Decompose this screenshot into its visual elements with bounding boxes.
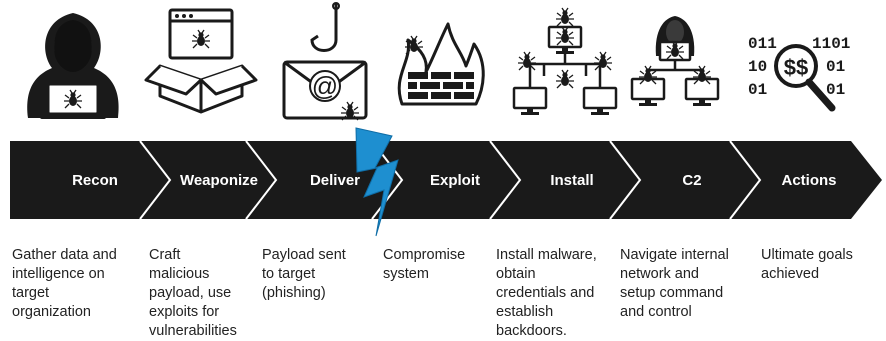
phishing-email-hook-icon: @ — [282, 2, 368, 121]
binary-row-3b: 01 — [826, 81, 845, 99]
chevron-band-background — [10, 141, 882, 219]
lightning-bolt-icon — [355, 127, 399, 237]
stage-label-weaponize: Weaponize — [180, 172, 258, 189]
stage-description-deliver: Payload sent to target (phishing) — [262, 247, 346, 301]
binary-row-1b: 1101 — [812, 35, 850, 53]
hacker-controlling-network-icon — [630, 16, 720, 108]
binary-row-2a: 10 — [748, 58, 767, 76]
binary-money-magnifier-icon: 011 1101 10 01 01 01 $$ — [748, 35, 850, 112]
stage-description-weaponize: Craft malicious payload, use exploits fo… — [149, 247, 237, 339]
stage-description-c2: Navigate internal network and setup comm… — [620, 247, 729, 320]
infected-network-icon — [512, 7, 618, 117]
binary-row-3a: 01 — [748, 81, 767, 99]
stage-description-actions: Ultimate goals achieved — [761, 247, 853, 282]
at-sign-text: @ — [312, 71, 338, 101]
binary-row-2b: 01 — [826, 58, 845, 76]
binary-row-1a: 011 — [748, 35, 777, 53]
firewall-fire-bug-icon — [397, 22, 485, 106]
box-with-malware-window-icon — [144, 8, 258, 114]
stage-label-exploit: Exploit — [430, 172, 480, 189]
stage-label-install: Install — [550, 172, 593, 189]
stage-description-exploit: Compromise system — [383, 247, 466, 282]
stage-description-recon: Gather data and intelligence on target o… — [12, 247, 117, 320]
stage-label-c2: C2 — [682, 172, 701, 189]
stage-label-actions: Actions — [781, 172, 836, 189]
chevron-band: Recon Weaponize Deliver Exploit Install … — [10, 140, 882, 220]
stage-description-install: Install malware, obtain credentials and … — [496, 247, 597, 339]
stage-label-deliver: Deliver — [310, 172, 360, 189]
stage-label-recon: Recon — [72, 172, 118, 189]
hooded-hacker-laptop-icon — [27, 13, 119, 119]
money-sign-text: $$ — [784, 55, 808, 80]
